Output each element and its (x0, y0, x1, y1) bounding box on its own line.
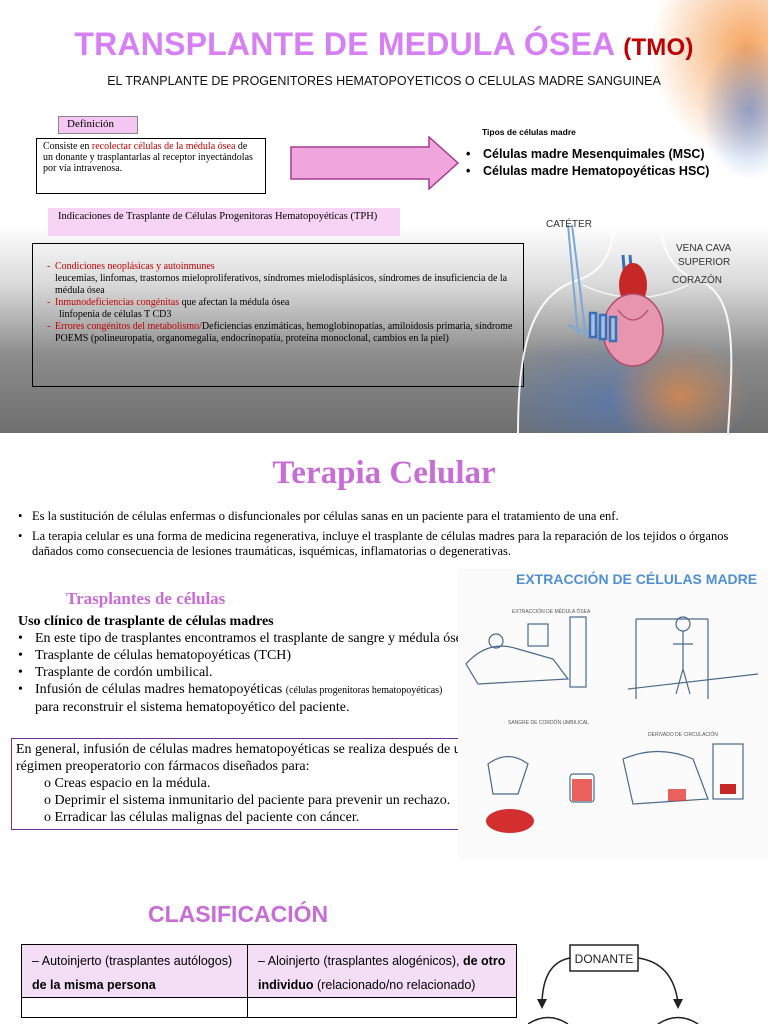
autoinjerto-bold: de la misma persona (32, 978, 156, 992)
uso-item: Infusión de células madres hematopoyétic… (18, 681, 480, 716)
illustration-title: EXTRACCIÓN DE CÉLULAS MADRE (516, 570, 757, 587)
indication-detail: leucemias, linfomas, trastornos mielopro… (55, 273, 508, 296)
donor-diagram: DONANTE (528, 944, 699, 1024)
preoperative-item: o Erradicar las células malignas del pac… (44, 810, 360, 825)
uso-item: Trasplante de células hematopoyéticas (T… (18, 647, 480, 664)
classification-table: – Autoinjerto (trasplantes autólogos) de… (21, 944, 517, 1018)
cord-label: SANGRE DE CORDÓN UMBILICAL (508, 719, 589, 726)
indication-category-name: Errores congénitos del metabolismo/ (55, 321, 202, 332)
therapy-bullets: Es la sustitución de células enfermas o … (18, 509, 758, 564)
aloinjerto-text: – Aloinjerto (trasplantes alogénicos), (258, 954, 463, 968)
aloinjerto-bold: de otro individuo (258, 954, 506, 992)
table-row (21, 997, 517, 1018)
slide-title: Terapia Celular (272, 455, 496, 491)
right-arrow-icon (290, 136, 460, 190)
cell-type-item: Células madre Mesenquimales (MSC) (466, 146, 709, 163)
therapy-bullet: La terapia celular es una forma de medic… (18, 529, 758, 559)
slide-title: CLASIFICACIÓN (148, 901, 329, 927)
blood-label: DERIVADO DE CIRCULACIÓN (648, 731, 718, 738)
uso-item: Trasplante de cordón umbilical. (18, 664, 480, 681)
vena-cava-label: VENA CAVA (676, 243, 732, 254)
definition-text-end: de un donante y trasplantarlas al recept… (43, 141, 253, 174)
indication-detail: linfopenia de células T CD3 (59, 309, 172, 320)
cell-types-list: Células madre Mesenquimales (MSC) Célula… (466, 146, 709, 180)
slide-title: TRANSPLANTE DE MEDULA ÓSEA (TMO) (0, 26, 768, 63)
uso-clinico-heading: Uso clínico de trasplante de células mad… (18, 614, 274, 629)
definition-label: Definición (58, 116, 138, 134)
uso-item-cont: para reconstruir el sistema hematopoyéti… (35, 700, 350, 715)
table-cell-aloinjerto: – Aloinjerto (trasplantes alogénicos), d… (247, 944, 517, 998)
slide-subtitle: EL TRANPLANTE DE PROGENITORES HEMATOPOYE… (107, 74, 661, 88)
table-row: – Autoinjerto (trasplantes autólogos) de… (21, 944, 517, 998)
chest-catheter-illustration: CATÉTER VENA CAVA SUPERIOR CORAZÓN (517, 189, 733, 433)
slide-transplante-medula: TRANSPLANTE DE MEDULA ÓSEA (TMO) EL TRAN… (0, 0, 768, 433)
preoperative-box: En general, infusión de células madres h… (11, 738, 477, 830)
title-abbreviation: (TMO) (623, 34, 694, 61)
heart-label: CORAZÓN (672, 273, 722, 286)
uso-item-note: (células progenitoras hematopoyéticas) (285, 685, 443, 696)
cell-type-item: Células madre Hematopoyéticas HSC) (466, 163, 709, 180)
preoperative-item: o Creas espacio en la médula. (44, 776, 211, 791)
therapy-bullet: Es la sustitución de células enfermas o … (18, 509, 758, 524)
definition-box: Consiste en recolectar células de la méd… (36, 138, 266, 194)
indication-category: Condiciones neoplásicas y autoinmunes (47, 261, 517, 273)
indication-category-rest: Deficiencias enzimáticas, hemoglobinopat… (55, 321, 513, 344)
preoperative-item: o Deprimir el sistema inmunitario del pa… (44, 793, 451, 808)
section-heading: Trasplantes de células (66, 589, 226, 608)
slide-terapia-celular: Terapia Celular Es la sustitución de cél… (0, 433, 768, 863)
indication-category: Errores congénitos del metabolismo/Defic… (47, 321, 517, 345)
uso-item: En este tipo de trasplantes encontramos … (18, 630, 480, 647)
marrow-label: EXTRACCIÓN DE MÉDULA ÓSEA (512, 608, 591, 615)
preoperative-text: En general, infusión de células madres h… (16, 742, 468, 774)
indication-category: Inmunodeficiencias congénitas que afecta… (47, 297, 517, 309)
slide-clasificacion: CLASIFICACIÓN – Autoinjerto (trasplantes… (0, 863, 768, 1024)
indication-category-name: Inmunodeficiencias congénitas (55, 297, 180, 308)
indication-category-rest: que afectan la médula ósea (179, 297, 290, 308)
stem-cell-extraction-illustration: EXTRACCIÓN DE CÉLULAS MADRE EXTRACCIÓN D… (458, 569, 768, 859)
uso-clinico-list: En este tipo de trasplantes encontramos … (18, 630, 480, 716)
donor-label: DONANTE (575, 952, 634, 966)
autoinjerto-text: – Autoinjerto (trasplantes autólogos) (32, 954, 233, 968)
aloinjerto-suffix: (relacionado/no relacionado) (313, 978, 476, 992)
definition-text-start: Consiste en (43, 141, 92, 152)
cell-types-title: Tipos de células madre (482, 127, 576, 137)
uso-item-main: Infusión de células madres hematopoyétic… (35, 682, 286, 697)
table-cell-autoinjerto: – Autoinjerto (trasplantes autólogos) de… (21, 944, 248, 998)
definition-highlight: recolectar células de la médula ósea (91, 141, 236, 152)
table-cell (247, 997, 517, 1018)
title-main: TRANSPLANTE DE MEDULA ÓSEA (74, 26, 615, 62)
decorative-glow (700, 40, 768, 180)
table-cell (21, 997, 248, 1018)
vena-superior-label: SUPERIOR (678, 257, 730, 268)
catheter-label: CATÉTER (546, 217, 592, 230)
indications-box: Condiciones neoplásicas y autoinmunes le… (32, 243, 524, 387)
indications-label: Indicaciones de Trasplante de Células Pr… (48, 208, 400, 236)
